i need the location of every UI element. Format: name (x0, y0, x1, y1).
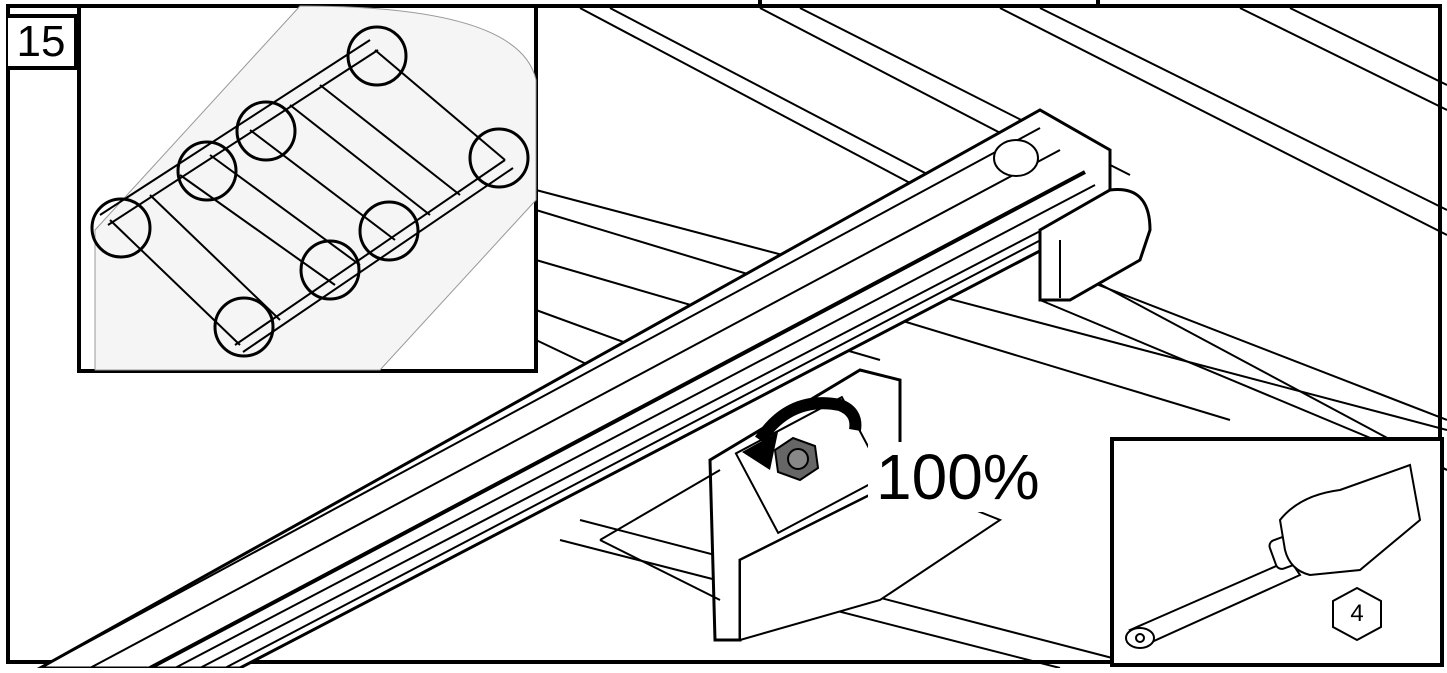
mount-point-circle (90, 197, 152, 259)
mount-point-circle (213, 296, 275, 358)
step-number: 15 (8, 14, 78, 70)
mount-point-circle (358, 200, 420, 262)
hexagon-socket-size-icon (1332, 586, 1382, 642)
rack-overview-inset (77, 4, 538, 373)
rotation-arrow-icon (742, 397, 862, 470)
tool-inset (1110, 437, 1444, 667)
mount-point-circle (346, 25, 408, 87)
mount-point-circle (235, 100, 297, 162)
mount-point-circle (468, 127, 530, 189)
hand-icon (1278, 463, 1422, 577)
mount-point-circle (299, 239, 361, 301)
nut (773, 436, 820, 482)
torque-percentage-label: 100% (868, 442, 1048, 512)
mount-point-circle (176, 140, 238, 202)
crossbar (34, 108, 1152, 670)
tool-size-label: 4 (1350, 600, 1364, 627)
